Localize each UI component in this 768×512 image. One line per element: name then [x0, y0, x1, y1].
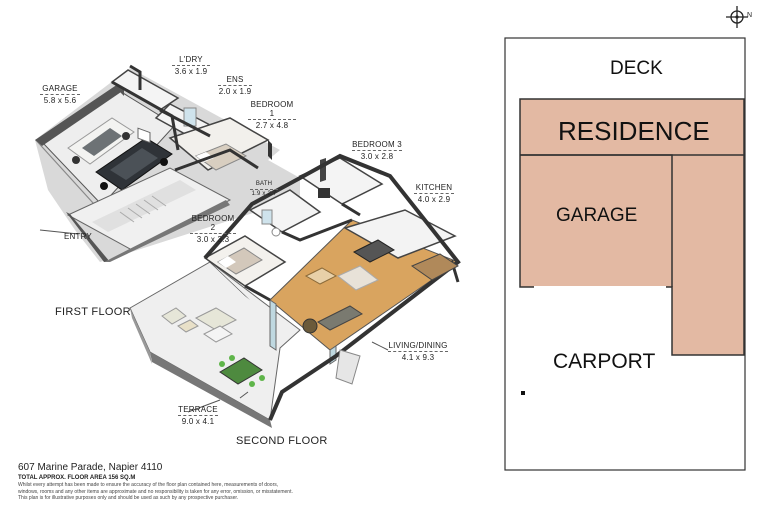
garage-footprint — [520, 154, 673, 287]
room-name: BEDROOM 1 — [250, 100, 294, 118]
entry-label: ENTRY — [64, 232, 92, 241]
outdoor-lounge — [161, 307, 238, 343]
room-name: L'DRY — [179, 55, 203, 64]
dining-table-terrace — [219, 355, 265, 387]
room-name: KITCHEN — [415, 183, 453, 192]
second-floor-title: SECOND FLOOR — [236, 435, 328, 447]
room-label-living-dining: LIVING/DINING 4.1 x 9.3 — [388, 341, 448, 362]
site-marker — [521, 391, 525, 395]
room-label-kitchen: KITCHEN 4.0 x 2.9 — [414, 183, 454, 204]
room-name: LIVING/DINING — [388, 341, 448, 350]
room-dimensions: 2.0 x 1.9 — [218, 85, 252, 96]
compass-north-label: N — [747, 12, 753, 19]
site-label-residence: RESIDENCE — [558, 116, 710, 146]
residence-footprint — [519, 98, 745, 356]
dining-table — [304, 267, 338, 285]
room-name: BEDROOM 2 — [191, 214, 235, 232]
room-label-bedroom-2: BEDROOM 2 3.0 x 3.3 — [190, 214, 236, 244]
room-dimensions: 1.9 x 2.7 — [250, 189, 278, 197]
room-label-garage: GARAGE 5.8 x 5.6 — [40, 84, 80, 105]
room-name: ENS — [226, 75, 244, 84]
disclaimer-line: Whilst every attempt has been made to en… — [18, 482, 279, 488]
total-floor-area: TOTAL APPROX. FLOOR AREA 156 SQ.M — [18, 475, 136, 481]
room-name: TERRACE — [178, 405, 218, 414]
room-dimensions: 3.0 x 3.3 — [190, 233, 236, 244]
property-address: 607 Marine Parade, Napier 4110 — [18, 462, 163, 473]
room-label-bedroom-1: BEDROOM 1 2.7 x 4.8 — [248, 100, 296, 130]
site-label-garage: GARAGE — [556, 205, 638, 226]
room-name: BEDROOM 3 — [352, 140, 402, 149]
room-label-laundry: L'DRY 3.6 x 1.9 — [172, 55, 210, 76]
second-floor-plan — [129, 153, 461, 428]
room-name: GARAGE — [42, 84, 78, 93]
site-label-carport: CARPORT — [553, 350, 656, 373]
room-dimensions: 3.0 x 2.8 — [352, 150, 402, 161]
room-dimensions: 9.0 x 4.1 — [178, 415, 218, 426]
room-label-bath: BATH 1.9 x 2.7 — [250, 181, 278, 198]
car-icon-dark — [95, 137, 173, 191]
room-label-bedroom-3: BEDROOM 3 3.0 x 2.8 — [352, 140, 402, 161]
room-dimensions: 5.8 x 5.6 — [40, 94, 80, 105]
kitchen-island — [352, 239, 396, 263]
first-floor-plan — [35, 64, 300, 262]
room-label-terrace: TERRACE 9.0 x 4.1 — [178, 405, 218, 426]
car-icon-white — [67, 117, 135, 165]
site-label-deck: DECK — [610, 58, 663, 79]
footer: 607 Marine Parade, Napier 4110 TOTAL APP… — [18, 462, 358, 502]
room-dimensions: 2.7 x 4.8 — [248, 119, 296, 130]
sofa — [317, 305, 363, 331]
first-floor-title: FIRST FLOOR — [55, 306, 131, 318]
compass-icon: N — [726, 5, 754, 29]
room-dimensions: 4.0 x 2.9 — [414, 193, 454, 204]
leader-lines — [39, 229, 389, 413]
floor-plan-illustration — [35, 64, 461, 428]
bed-icon — [217, 247, 263, 275]
disclaimer-line: This plan is for illustrative purposes o… — [18, 495, 239, 501]
site-plan — [504, 37, 746, 471]
staircase — [119, 195, 167, 223]
disclaimer-line: windows, rooms and any other items are a… — [18, 488, 293, 495]
room-dimensions: 3.6 x 1.9 — [172, 65, 210, 76]
room-dimensions: 4.1 x 9.3 — [388, 351, 448, 362]
room-label-ensuite: ENS 2.0 x 1.9 — [218, 75, 252, 96]
room-name: BATH — [255, 181, 273, 187]
rug — [337, 265, 379, 291]
